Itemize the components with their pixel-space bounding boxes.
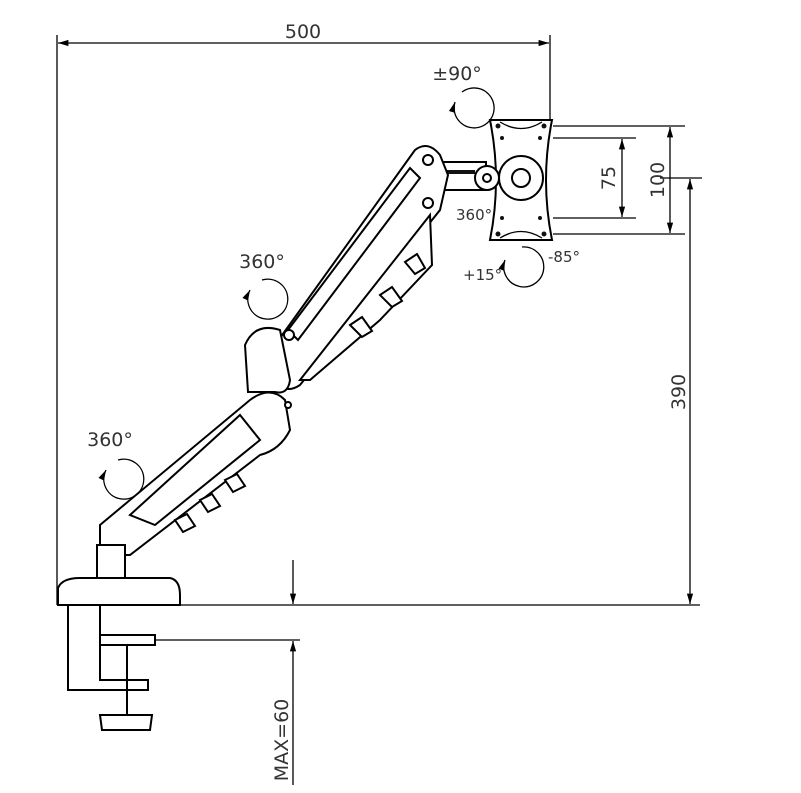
clamp-dimension: MAX=60 bbox=[150, 560, 300, 785]
upper-arm-swivel-arrow: 360° bbox=[239, 251, 289, 320]
tilt-up-label: +15° bbox=[463, 266, 502, 284]
lower-swivel-label: 360° bbox=[87, 429, 133, 451]
tilt-down-label: -85° bbox=[548, 248, 580, 266]
tilt-arrow: -85° +15° bbox=[463, 246, 580, 288]
rotation-90-label: ±90° bbox=[432, 63, 482, 85]
lower-arm bbox=[99, 391, 292, 556]
upper-swivel-label: 360° bbox=[239, 251, 285, 273]
tilt-head bbox=[439, 161, 500, 191]
reach-dimension: 500 bbox=[56, 21, 551, 605]
reach-label: 500 bbox=[285, 21, 321, 43]
height-dimension: 390 bbox=[660, 177, 702, 604]
vesa-plate bbox=[488, 119, 554, 241]
vesa-100-label: 100 bbox=[647, 162, 669, 198]
vesa-75-label: 75 bbox=[598, 166, 620, 190]
rotation-arrow-90: ±90° bbox=[432, 63, 495, 129]
upper-arm bbox=[273, 145, 450, 390]
vesa-dimensions: 100 75 bbox=[553, 125, 685, 235]
desk-clamp bbox=[57, 544, 181, 731]
elbow-joint bbox=[243, 326, 292, 394]
head-swivel-label: 360° bbox=[456, 206, 492, 224]
lower-arm-swivel-arrow: 360° bbox=[87, 429, 145, 500]
height-label: 390 bbox=[668, 374, 690, 410]
clamp-max-label: MAX=60 bbox=[271, 699, 293, 782]
